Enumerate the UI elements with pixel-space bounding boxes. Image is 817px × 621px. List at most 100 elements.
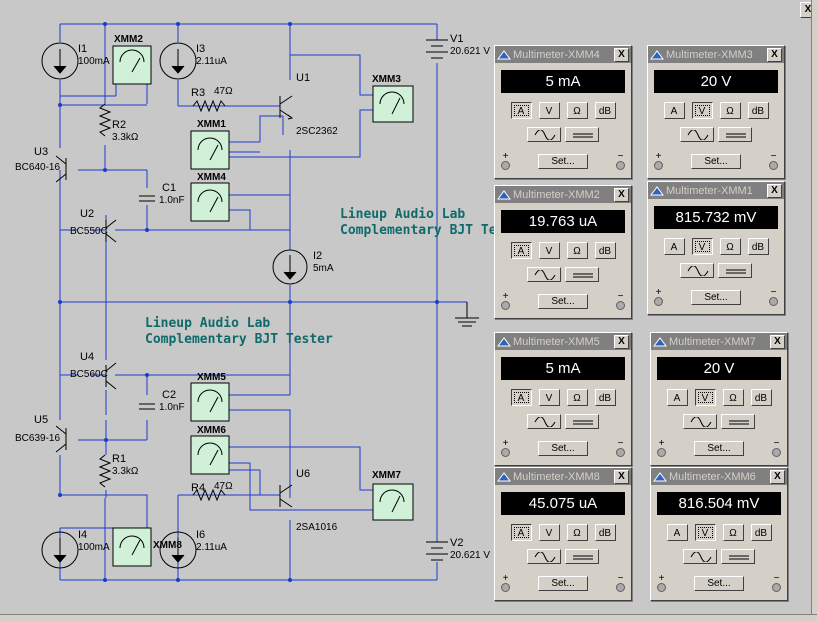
multimeter-titlebar[interactable]: Multimeter-XMM6 X <box>651 468 787 485</box>
set-button[interactable]: Set... <box>691 153 741 169</box>
mode-volts-button[interactable]: V <box>691 102 713 119</box>
positive-terminal[interactable]: + <box>657 439 666 457</box>
dc-mode-button[interactable] <box>721 414 755 429</box>
dc-mode-button[interactable] <box>565 549 599 564</box>
mode-volts-button[interactable]: V <box>538 524 560 541</box>
set-button[interactable]: Set... <box>538 575 588 591</box>
mode-volts-button[interactable]: V <box>538 242 560 259</box>
terminal-dot-icon <box>654 161 663 170</box>
mode-ohms-button[interactable]: Ω <box>719 238 741 255</box>
u5-ref: U5 <box>34 414 49 426</box>
negative-terminal[interactable]: − <box>772 439 781 457</box>
ac-mode-button[interactable] <box>527 414 561 429</box>
ac-mode-button[interactable] <box>680 127 714 142</box>
mode-amps-button[interactable]: A <box>510 389 532 406</box>
mode-volts-button[interactable]: V <box>538 102 560 119</box>
multimeter-close-button[interactable]: X <box>767 183 782 198</box>
mode-amps-button[interactable]: A <box>666 524 688 541</box>
dc-mode-button[interactable] <box>565 267 599 282</box>
mode-ohms-button[interactable]: Ω <box>722 389 744 406</box>
positive-terminal[interactable]: + <box>501 292 510 310</box>
negative-terminal[interactable]: − <box>616 152 625 170</box>
u2-part: BC550C <box>70 226 108 237</box>
set-button[interactable]: Set... <box>691 289 741 305</box>
multimeter-close-button[interactable]: X <box>770 469 785 484</box>
set-button[interactable]: Set... <box>538 293 588 309</box>
multimeter-titlebar[interactable]: Multimeter-XMM4 X <box>495 46 631 63</box>
mode-volts-button[interactable]: V <box>538 389 560 406</box>
set-button[interactable]: Set... <box>538 153 588 169</box>
positive-terminal[interactable]: + <box>654 152 663 170</box>
mode-volts-button[interactable]: V <box>694 524 716 541</box>
mode-ohms-button[interactable]: Ω <box>566 524 588 541</box>
ac-mode-button[interactable] <box>527 267 561 282</box>
mode-amps-button[interactable]: A <box>510 242 532 259</box>
negative-terminal[interactable]: − <box>616 574 625 592</box>
negative-terminal[interactable]: − <box>769 152 778 170</box>
mode-db-button[interactable]: dB <box>594 524 616 541</box>
terminal-dot-icon <box>654 297 663 306</box>
mode-volts-button[interactable]: V <box>694 389 716 406</box>
multimeter-titlebar[interactable]: Multimeter-XMM1 X <box>648 182 784 199</box>
positive-terminal[interactable]: + <box>657 574 666 592</box>
multimeter-titlebar[interactable]: Multimeter-XMM8 X <box>495 468 631 485</box>
mode-ohms-button[interactable]: Ω <box>566 242 588 259</box>
negative-terminal[interactable]: − <box>616 439 625 457</box>
r4-value: 47Ω <box>214 481 233 492</box>
positive-terminal[interactable]: + <box>654 288 663 306</box>
mode-db-button[interactable]: dB <box>594 389 616 406</box>
dc-mode-button[interactable] <box>718 127 752 142</box>
negative-terminal[interactable]: − <box>616 292 625 310</box>
mode-amps-button[interactable]: A <box>510 102 532 119</box>
mode-ohms-button[interactable]: Ω <box>719 102 741 119</box>
mode-volts-button[interactable]: V <box>691 238 713 255</box>
mode-ohms-button[interactable]: Ω <box>566 389 588 406</box>
ac-mode-button[interactable] <box>527 127 561 142</box>
multimeter-titlebar[interactable]: Multimeter-XMM3 X <box>648 46 784 63</box>
multimeter-titlebar[interactable]: Multimeter-XMM2 X <box>495 186 631 203</box>
dc-mode-button[interactable] <box>565 414 599 429</box>
multimeter-close-button[interactable]: X <box>614 47 629 62</box>
multimeter-reading: 816.504 mV <box>657 492 781 515</box>
mode-ohms-button[interactable]: Ω <box>722 524 744 541</box>
mode-ohms-button[interactable]: Ω <box>566 102 588 119</box>
positive-terminal[interactable]: + <box>501 574 510 592</box>
set-button[interactable]: Set... <box>694 575 744 591</box>
ac-mode-button[interactable] <box>527 549 561 564</box>
multimeter-close-button[interactable]: X <box>767 47 782 62</box>
c1-ref: C1 <box>162 182 177 194</box>
mode-amps-button[interactable]: A <box>663 238 685 255</box>
multimeter-close-button[interactable]: X <box>614 334 629 349</box>
positive-terminal[interactable]: + <box>501 439 510 457</box>
mode-db-button[interactable]: dB <box>750 524 772 541</box>
mode-amps-button[interactable]: A <box>663 102 685 119</box>
multimeter-close-button[interactable]: X <box>614 469 629 484</box>
schem-xmm6 <box>190 435 230 475</box>
mode-db-button[interactable]: dB <box>594 102 616 119</box>
multimeter-close-button[interactable]: X <box>770 334 785 349</box>
ac-mode-button[interactable] <box>683 549 717 564</box>
negative-terminal[interactable]: − <box>772 574 781 592</box>
set-button[interactable]: Set... <box>694 440 744 456</box>
mode-amps-button[interactable]: A <box>666 389 688 406</box>
multimeter-close-button[interactable]: X <box>614 187 629 202</box>
ac-mode-button[interactable] <box>680 263 714 278</box>
mode-db-button[interactable]: dB <box>747 238 769 255</box>
dc-mode-button[interactable] <box>565 127 599 142</box>
ac-mode-button[interactable] <box>683 414 717 429</box>
mode-db-button[interactable]: dB <box>750 389 772 406</box>
multimeter-titlebar[interactable]: Multimeter-XMM7 X <box>651 333 787 350</box>
mode-db-button[interactable]: dB <box>747 102 769 119</box>
u1-part: 2SC2362 <box>296 126 338 137</box>
dc-mode-button[interactable] <box>721 549 755 564</box>
multimeter-titlebar[interactable]: Multimeter-XMM5 X <box>495 333 631 350</box>
set-button[interactable]: Set... <box>538 440 588 456</box>
terminal-dot-icon <box>501 161 510 170</box>
mode-amps-button[interactable]: A <box>510 524 532 541</box>
plus-sign: + <box>655 151 662 162</box>
negative-terminal[interactable]: − <box>769 288 778 306</box>
positive-terminal[interactable]: + <box>501 152 510 170</box>
multimeter-panel: Multimeter-XMM4 X 5 mA A V Ω dB + Set...… <box>494 45 632 179</box>
mode-db-button[interactable]: dB <box>594 242 616 259</box>
dc-mode-button[interactable] <box>718 263 752 278</box>
